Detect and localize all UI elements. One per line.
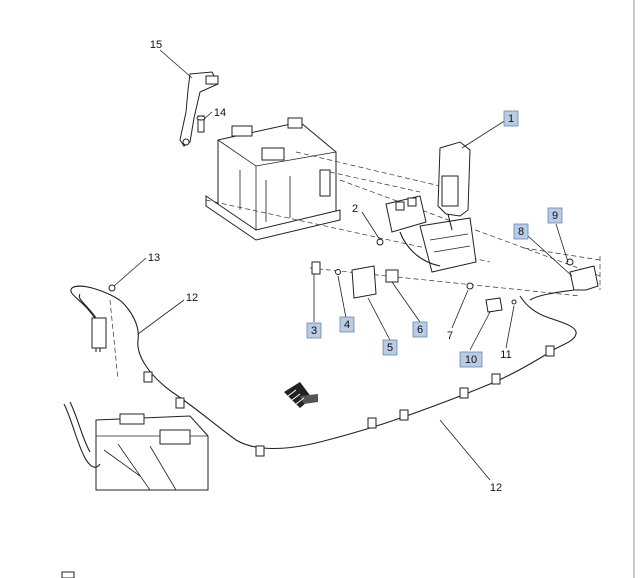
callout-12-upper: 12 — [186, 292, 198, 304]
callout-9-box — [547, 207, 563, 224]
callout-7: 7 — [447, 330, 453, 342]
part-15-hold-down — [179, 71, 219, 147]
callout-6-box — [412, 321, 428, 338]
callout-6: 6 — [417, 324, 423, 336]
callout-9: 9 — [552, 210, 558, 222]
callout-5: 5 — [387, 342, 393, 354]
callout-5-box — [382, 339, 398, 356]
callout-1-box — [503, 110, 519, 127]
callouts: 1 2 3 4 5 6 7 8 9 10 11 12 12 13 14 — [148, 39, 563, 494]
callout-11: 11 — [500, 349, 511, 361]
callout-12-lower: 12 — [490, 482, 502, 494]
front-direction-arrow-icon — [284, 382, 318, 408]
part-8-9-terminal — [529, 258, 599, 301]
callout-14: 14 — [214, 107, 226, 119]
callout-4-box — [339, 316, 355, 333]
leader-lines — [113, 49, 573, 481]
callout-3-box — [306, 322, 322, 339]
small-parts-row — [311, 238, 517, 313]
callout-10-box — [459, 351, 483, 368]
callout-10: 10 — [465, 354, 477, 366]
callout-2: 2 — [352, 203, 358, 215]
callout-13: 13 — [148, 252, 160, 264]
part-14-bolt — [196, 115, 206, 133]
upper-battery — [205, 117, 341, 241]
callout-4: 4 — [344, 319, 350, 331]
callout-8-box — [513, 223, 529, 240]
callout-3: 3 — [311, 325, 317, 337]
projection-lines — [109, 151, 601, 381]
lower-battery — [63, 401, 209, 491]
footnote-symbol — [61, 571, 75, 578]
part-12-cable — [70, 284, 577, 457]
callout-1: 1 — [508, 113, 514, 125]
part-1-fuse-block — [385, 141, 477, 290]
callout-8: 8 — [518, 226, 524, 238]
callout-15: 15 — [150, 39, 162, 51]
